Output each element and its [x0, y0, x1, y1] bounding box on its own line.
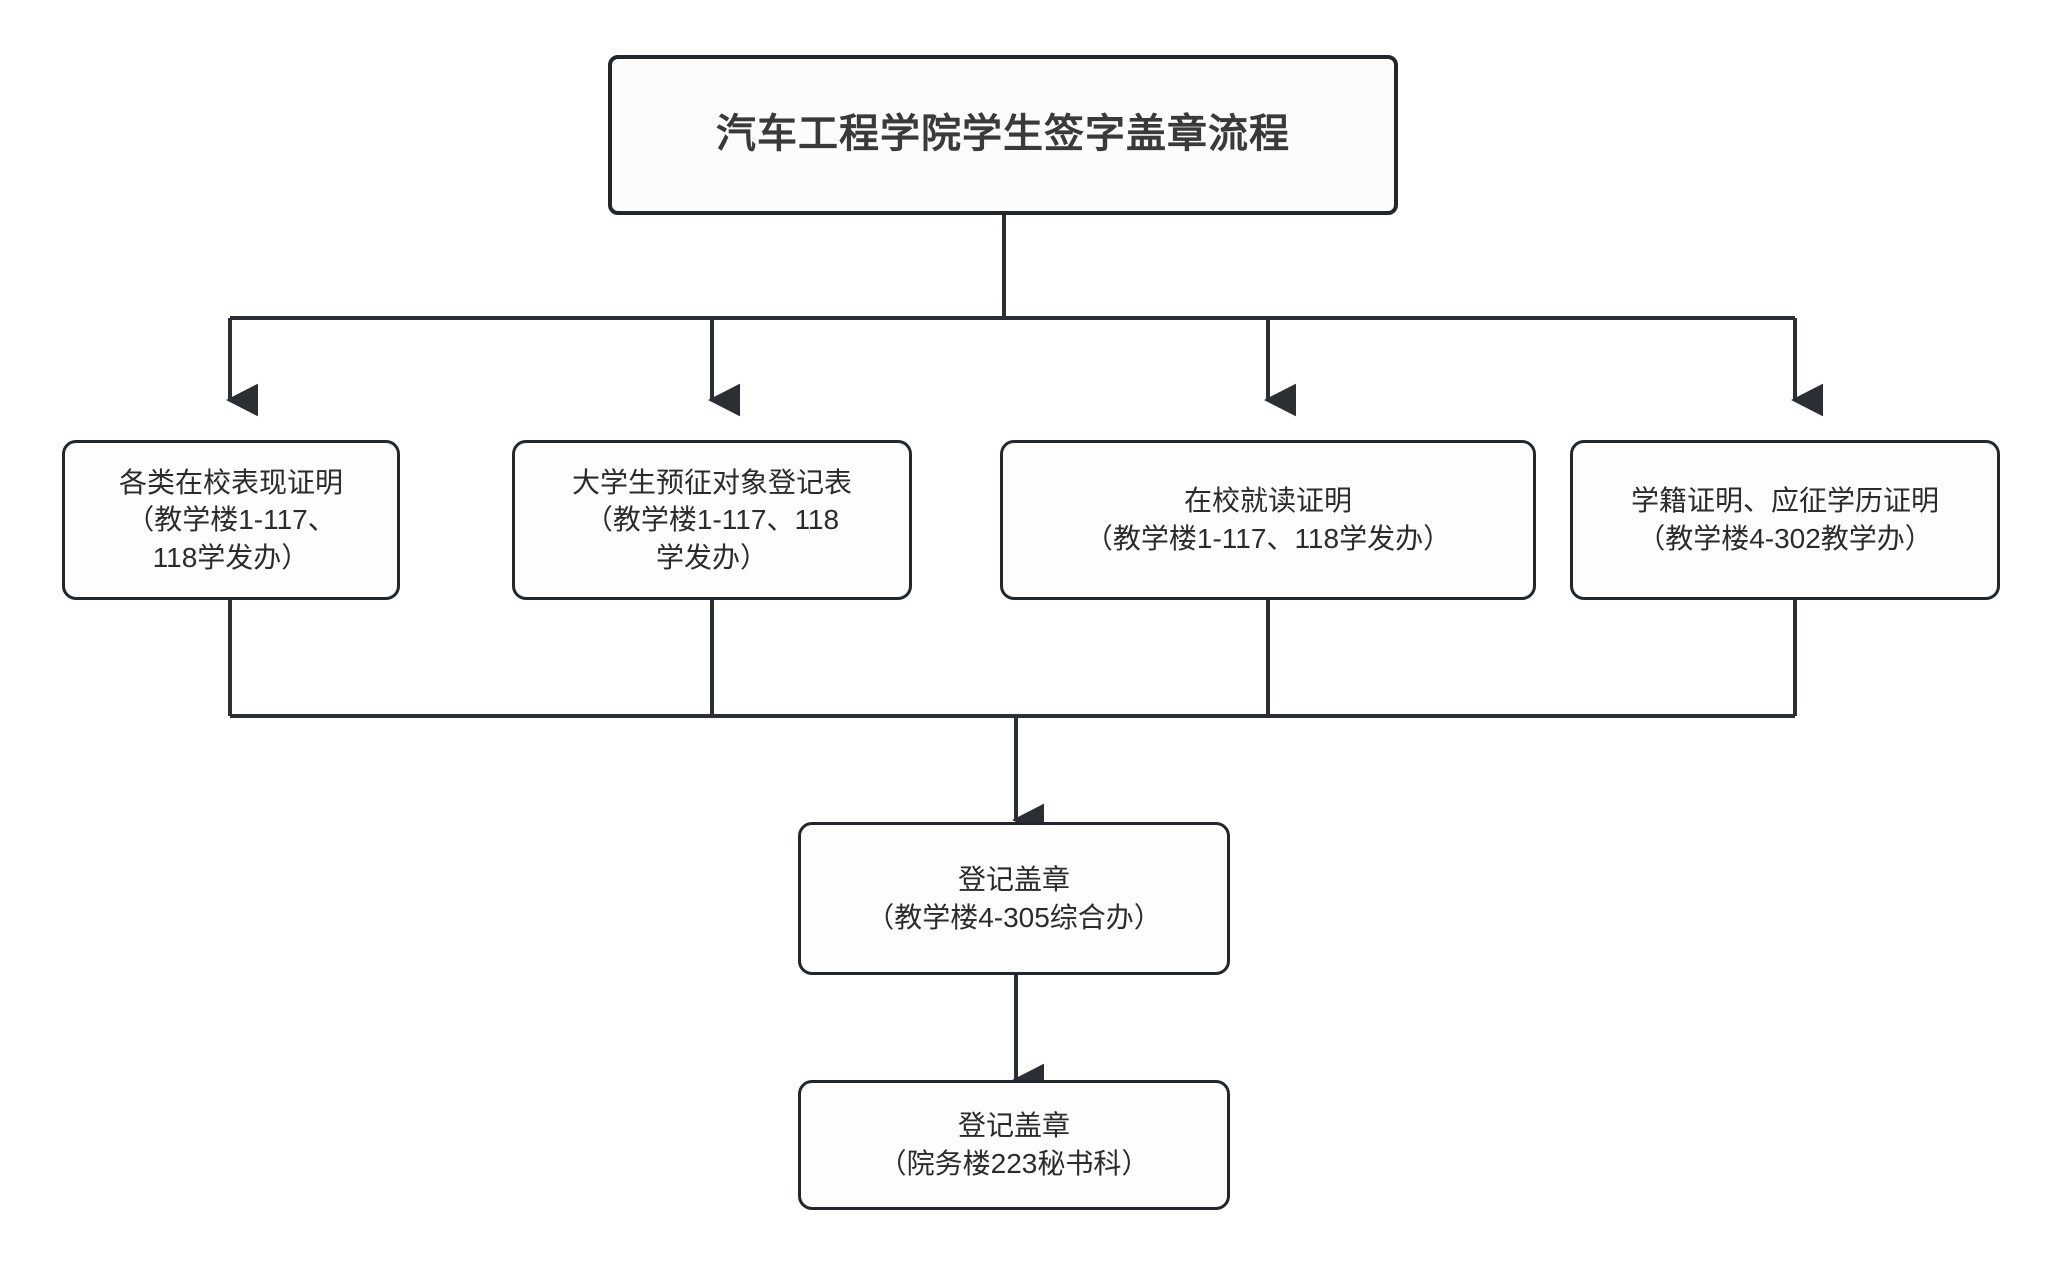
node-register-stamp-teaching-building[interactable]: 登记盖章 （教学楼4-305综合办） — [798, 822, 1230, 975]
node-line-3: 118学发办） — [152, 541, 310, 573]
node-line-2: （教学楼1-117、118学发办） — [1084, 523, 1452, 554]
node-line-1: 大学生预征对象登记表 — [571, 466, 852, 498]
node-attendance-proof[interactable]: 各类在校表现证明 （教学楼1-117、 118学发办） — [62, 440, 400, 600]
node-line-2: （教学楼1-117、 — [126, 504, 336, 536]
node-line-3: 学发办） — [655, 541, 768, 573]
node-line-2: （教学楼4-305综合办） — [866, 901, 1162, 933]
node-line-2: （教学楼1-117、118 — [584, 504, 840, 536]
node-title-label: 汽车工程学院学生签字盖章流程 — [716, 112, 1290, 157]
node-student-status-and-education-proof[interactable]: 学籍证明、应征学历证明 （教学楼4-302教学办） — [1570, 440, 2000, 600]
node-line-1: 在校就读证明 — [1183, 485, 1352, 517]
node-line-1: 登记盖章 — [957, 863, 1070, 895]
node-line-1: 学籍证明、应征学历证明 — [1630, 485, 1939, 517]
node-enrollment-proof[interactable]: 在校就读证明 （教学楼1-117、118学发办） — [1000, 440, 1536, 600]
node-title-process[interactable]: 汽车工程学院学生签字盖章流程 — [608, 55, 1398, 215]
node-preconscription-registration-form[interactable]: 大学生预征对象登记表 （教学楼1-117、118 学发办） — [512, 440, 912, 600]
node-line-2: （教学楼4-302教学办） — [1637, 523, 1933, 554]
node-line-1: 各类在校表现证明 — [118, 466, 343, 498]
node-line-2: （院务楼223秘书科） — [878, 1148, 1150, 1179]
node-register-stamp-admin-building[interactable]: 登记盖章 （院务楼223秘书科） — [798, 1080, 1230, 1210]
node-line-1: 登记盖章 — [957, 1110, 1070, 1142]
